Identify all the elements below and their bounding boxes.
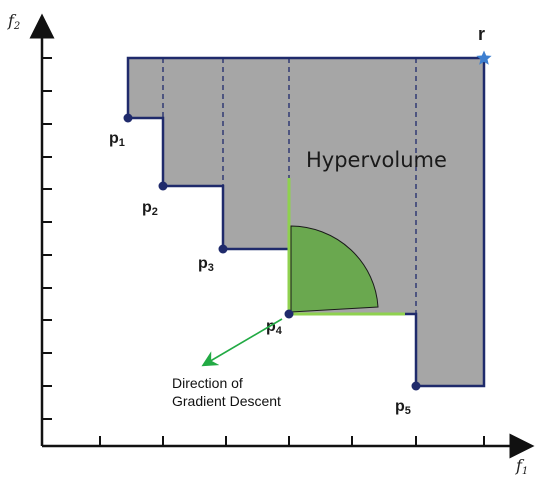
point-p5-marker — [411, 381, 421, 391]
y-axis-ticks — [42, 57, 52, 420]
x-axis-label: f1 — [515, 456, 528, 477]
gradient-label-line1: Direction of — [172, 375, 243, 391]
point-p2-marker — [158, 181, 168, 191]
y-axis-label: f2 — [7, 11, 20, 32]
point-p4-marker — [284, 309, 294, 319]
point-p5-label: p5 — [395, 398, 411, 417]
dashed-dividers — [162, 58, 417, 314]
point-p3-label: p3 — [198, 255, 214, 274]
gradient-sector — [290, 225, 379, 313]
reference-point-star-icon — [476, 50, 492, 65]
point-p1-marker — [123, 113, 133, 123]
x-axis-ticks — [99, 436, 485, 446]
reference-point-label: r — [478, 24, 485, 44]
hypervolume-region — [126, 56, 486, 388]
point-p3-marker — [218, 244, 228, 254]
point-p1-label: p1 — [109, 130, 125, 149]
hypervolume-label: Hypervolume — [306, 148, 447, 172]
point-p2-label: p2 — [142, 199, 158, 218]
gradient-arrow — [201, 318, 283, 367]
point-p4-label: p4 — [266, 318, 283, 337]
gradient-label-line2: Gradient Descent — [172, 393, 281, 409]
